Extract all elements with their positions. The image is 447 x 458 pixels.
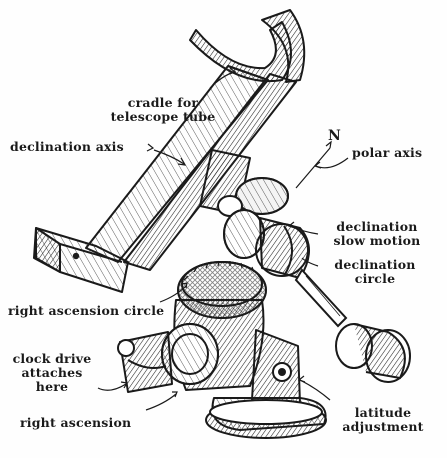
label-clock-drive-line2: attaches <box>21 365 83 380</box>
label-cradle-line1: cradle for <box>127 95 199 110</box>
label-right-ascension-line1: right ascension <box>20 415 132 430</box>
counterweight <box>294 268 411 383</box>
telescope-cradle <box>33 9 306 293</box>
label-polar-axis-line1: polar axis <box>352 145 423 160</box>
leader-arrows <box>97 67 349 411</box>
label-latitude-adjustment: latitude adjustment <box>330 406 436 434</box>
label-declination-circle-line2: circle <box>354 271 396 286</box>
label-declination-circle: declination circle <box>320 258 430 286</box>
label-right-ascension: right ascension <box>20 416 131 430</box>
label-cradle-line2: telescope tube <box>110 109 216 124</box>
north-marker: N <box>328 128 341 144</box>
declination-housing <box>199 149 310 279</box>
mount-base <box>205 329 327 439</box>
label-declination-circle-line1: declination <box>334 257 416 272</box>
label-clock-drive-line3: here <box>35 379 69 394</box>
label-ra-circle-line1: right ascension circle <box>8 303 165 318</box>
clock-drive-mount <box>117 331 173 393</box>
label-declination-axis-line1: declination axis <box>10 139 124 154</box>
label-slow-motion-line2: slow motion <box>333 233 421 248</box>
label-declination-axis: declination axis <box>10 140 124 154</box>
label-clock-drive: clock drive attaches here <box>4 352 100 394</box>
label-latitude-line1: latitude <box>354 405 412 420</box>
label-slow-motion-line1: declination <box>336 219 418 234</box>
label-clock-drive-line1: clock drive <box>12 351 92 366</box>
polar-axis-housing <box>161 260 267 391</box>
label-cradle: cradle for telescope tube <box>104 96 222 124</box>
label-latitude-line2: adjustment <box>342 419 424 434</box>
label-polar-axis: polar axis <box>352 146 422 160</box>
label-declination-slow-motion: declination slow motion <box>318 220 436 248</box>
label-right-ascension-circle: right ascension circle <box>8 304 164 318</box>
